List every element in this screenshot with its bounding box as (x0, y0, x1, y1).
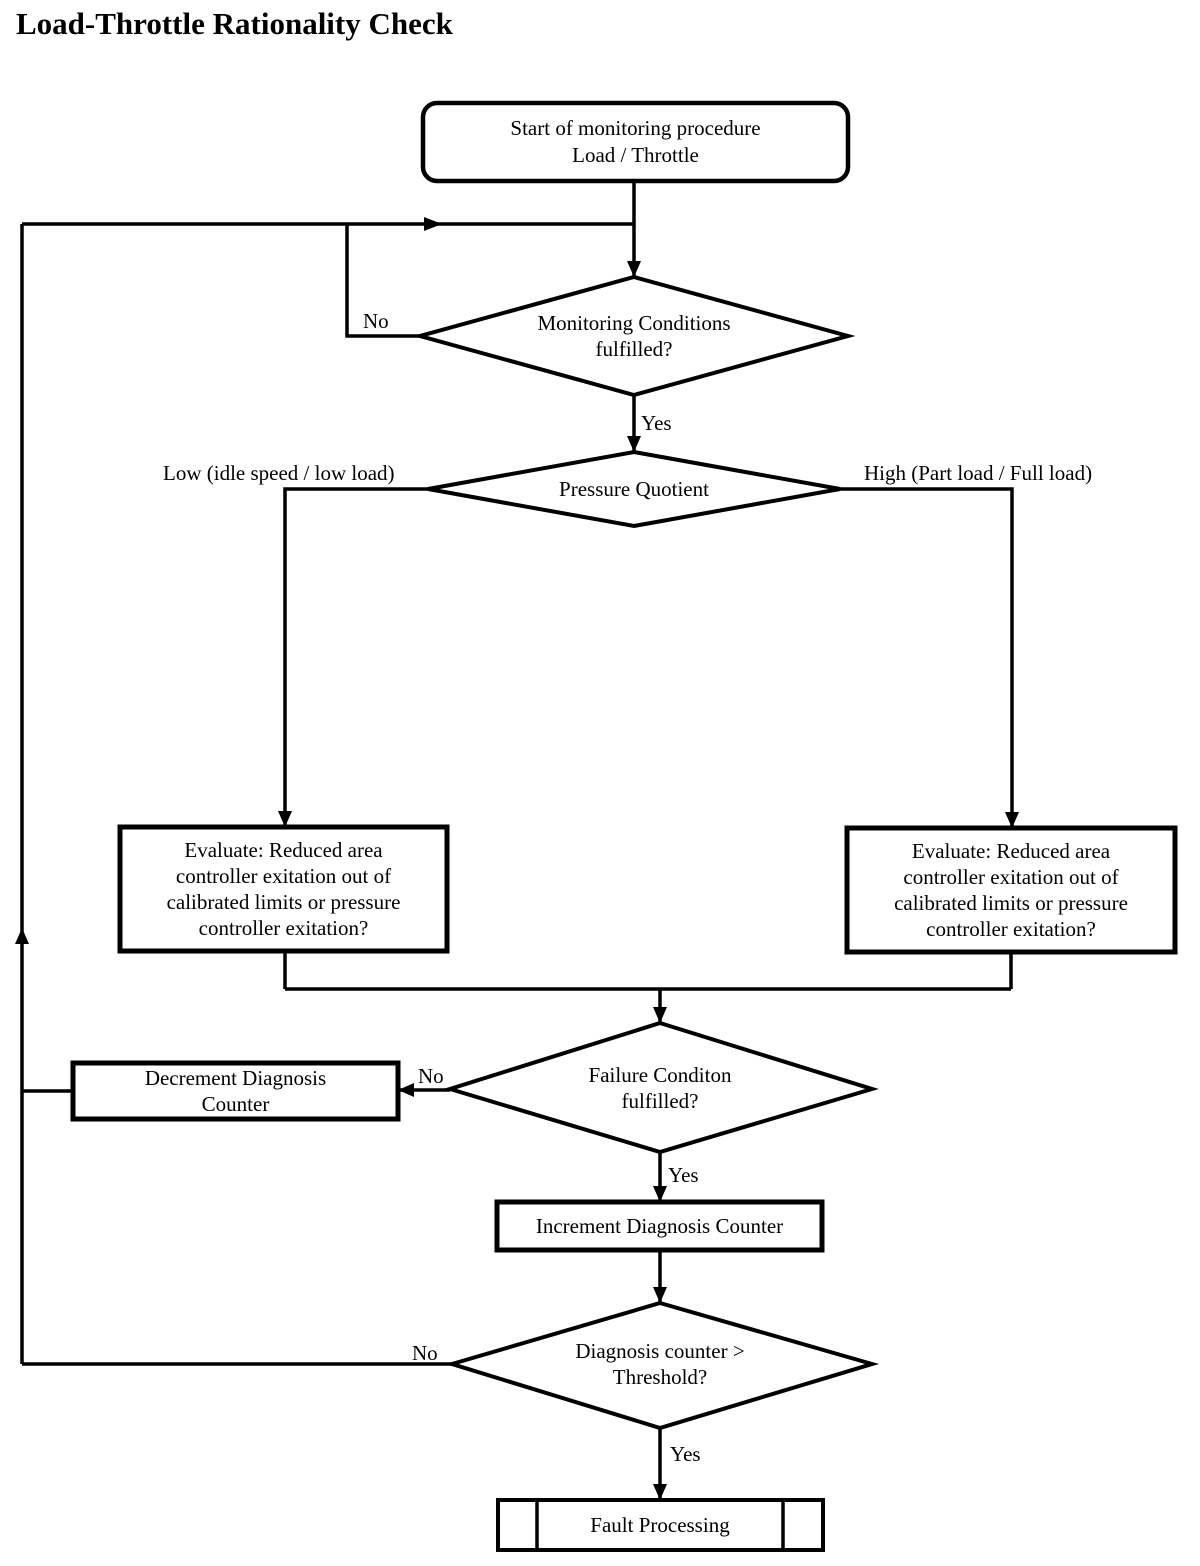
arrowhead-into-evaluate-high (1005, 812, 1019, 828)
increment-counter-text: Increment Diagnosis Counter (497, 1213, 822, 1239)
start-node-text: Start of monitoring procedure Load / Thr… (423, 115, 848, 169)
arrowhead-feedback-up (15, 928, 29, 944)
failure-line-1: Failure Conditon (588, 1063, 732, 1087)
threshold-check-text: Diagnosis counter > Threshold? (535, 1338, 785, 1390)
arrowhead-into-monitoring (627, 261, 641, 277)
decrement-line-2: Counter (201, 1092, 270, 1116)
fault-processing-text: Fault Processing (537, 1512, 783, 1538)
evaluate-low-line-1: Evaluate: Reduced area (184, 838, 383, 862)
monitoring-yes-label: Yes (641, 411, 672, 435)
threshold-line-2: Threshold? (612, 1365, 708, 1389)
evaluate-low-box (117, 824, 450, 954)
decrement-line-1: Decrement Diagnosis (144, 1066, 327, 1090)
monitoring-line-1: Monitoring Conditions (537, 311, 731, 335)
pressure-quotient-diamond (427, 449, 841, 529)
threshold-check-diamond (445, 1300, 880, 1431)
evaluate-high-line-3: calibrated limits or pressure (894, 891, 1128, 915)
arrowhead-into-failure (653, 1007, 667, 1023)
failure-yes-label: Yes (668, 1163, 699, 1187)
start-node-shape (420, 100, 851, 184)
pressure-high-label: High (Part load / Full load) (864, 461, 1093, 485)
failure-line-2: fulfilled? (621, 1089, 699, 1113)
edge-evaluate-join (283, 951, 1013, 1023)
arrowhead-into-threshold (653, 1287, 667, 1303)
edge-pressure-low (283, 487, 428, 827)
monitoring-no-label: No (363, 309, 389, 333)
decrement-counter-text: Decrement Diagnosis Counter (75, 1065, 396, 1117)
pressure-quotient-text: Pressure Quotient (484, 476, 784, 502)
failure-no-label: No (418, 1064, 444, 1088)
fault-line-1: Fault Processing (590, 1513, 730, 1537)
evaluate-low-line-4: controller exitation? (198, 916, 369, 940)
monitoring-line-2: fulfilled? (595, 337, 673, 361)
arrowhead-into-fault (653, 1484, 667, 1500)
arrowhead-feedback-top (424, 217, 442, 231)
pressure-line-1: Pressure Quotient (559, 477, 709, 501)
evaluate-low-line-3: calibrated limits or pressure (166, 890, 401, 914)
threshold-yes-label: Yes (670, 1442, 701, 1466)
edge-monitoring-no-loop (345, 224, 420, 338)
failure-condition-text: Failure Conditon fulfilled? (535, 1062, 785, 1114)
evaluate-high-text: Evaluate: Reduced area controller exitat… (849, 838, 1173, 942)
monitoring-conditions-text: Monitoring Conditions fulfilled? (484, 310, 784, 362)
arrowhead-into-decrement (398, 1083, 414, 1097)
increment-line-1: Increment Diagnosis Counter (535, 1214, 784, 1238)
page-title: Load-Throttle Rationality Check (16, 6, 453, 41)
threshold-line-1: Diagnosis counter > (575, 1339, 745, 1363)
threshold-no-label: No (412, 1341, 438, 1365)
start-line-2: Load / Throttle (572, 143, 699, 167)
evaluate-high-line-2: controller exitation out of (903, 865, 1119, 889)
monitoring-conditions-diamond (412, 274, 856, 398)
fault-processing-side-bars (535, 1500, 785, 1550)
evaluate-high-line-4: controller exitation? (926, 917, 1096, 941)
increment-counter-box (494, 1199, 825, 1253)
pressure-low-label: Low (idle speed / low load) (163, 461, 395, 485)
arrowhead-into-evaluate-low (278, 811, 292, 827)
evaluate-low-text: Evaluate: Reduced area controller exitat… (122, 837, 445, 941)
evaluate-high-line-1: Evaluate: Reduced area (911, 839, 1111, 863)
edge-pressure-high (840, 487, 1014, 828)
failure-condition-diamond (443, 1020, 879, 1155)
arrowhead-into-increment (653, 1186, 667, 1202)
start-line-1: Start of monitoring procedure (510, 116, 761, 140)
evaluate-high-box (844, 825, 1178, 955)
decrement-counter-box (70, 1060, 401, 1122)
arrowhead-into-pressure (627, 436, 641, 452)
fault-processing-box (496, 1498, 825, 1552)
evaluate-low-line-2: controller exitation out of (175, 864, 392, 888)
